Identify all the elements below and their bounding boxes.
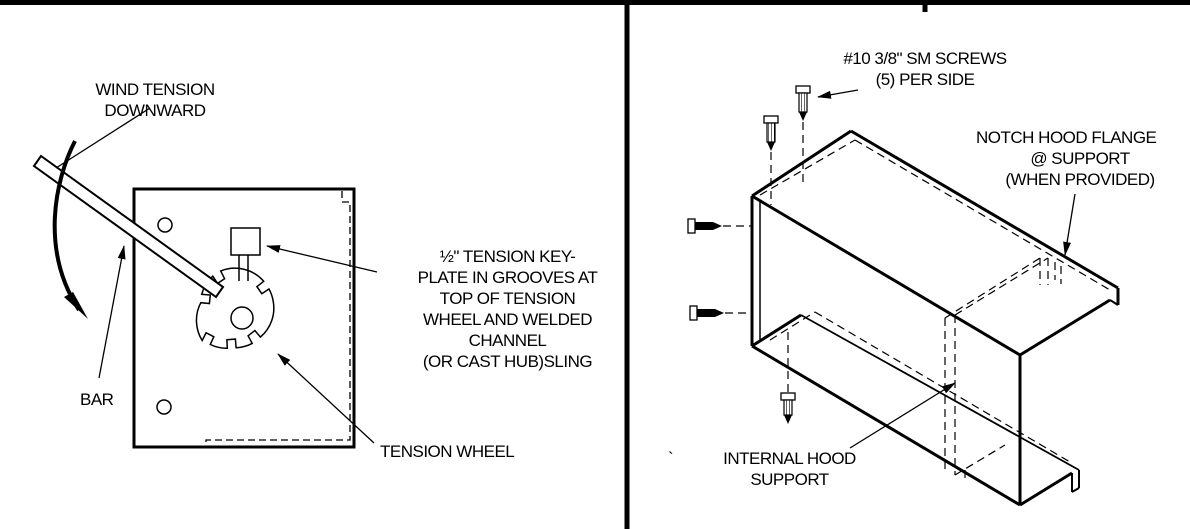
screw-center-lines xyxy=(723,122,804,392)
screw-side-2 xyxy=(689,305,724,321)
tension-key-line-4: WHEEL AND WELDED xyxy=(423,310,592,329)
hidden-lines xyxy=(759,139,1111,480)
leader-lines-left xyxy=(55,107,378,444)
notch-line-2: @ SUPPORT xyxy=(1030,149,1130,168)
notch-line-3: (WHEN PROVIDED) xyxy=(1005,170,1155,189)
screw-top-2 xyxy=(763,115,779,151)
tension-key-line-6: (OR CAST HUB)SLING xyxy=(422,352,593,371)
screws-line-2: (5) PER SIDE xyxy=(875,70,975,89)
label-tension-key: ½" TENSION KEY- PLATE IN GROOVES AT TOP … xyxy=(385,246,630,372)
label-wind-tension: WIND TENSION DOWNWARD xyxy=(70,79,240,121)
label-screws: #10 3/8" SM SCREWS (5) PER SIDE xyxy=(830,48,1020,90)
label-internal-hood: INTERNAL HOOD SUPPORT xyxy=(697,448,882,490)
screw-top-1 xyxy=(795,85,811,121)
screws xyxy=(687,85,811,424)
plate-hole-bottom xyxy=(156,399,172,415)
bar xyxy=(32,154,225,299)
screw-side-1 xyxy=(687,218,722,234)
tension-key xyxy=(230,227,261,281)
wind-tension-line-1: WIND TENSION xyxy=(95,80,215,99)
wind-direction-arrow xyxy=(52,140,88,319)
tension-key-line-3: TOP OF TENSION xyxy=(439,289,576,308)
plate-hole-top xyxy=(157,217,173,233)
screw-bottom xyxy=(780,392,796,424)
tension-key-line-2: PLATE IN GROOVES AT xyxy=(417,268,598,287)
label-notch-hood: NOTCH HOOD FLANGE @ SUPPORT (WHEN PROVID… xyxy=(970,127,1190,190)
label-tension-wheel: TENSION WHEEL xyxy=(380,442,515,461)
tension-key-line-1: ½" TENSION KEY- xyxy=(439,247,576,266)
internal-hood-line-1: INTERNAL HOOD xyxy=(723,449,856,468)
label-bar: BAR xyxy=(80,390,114,409)
notch-line-1: NOTCH HOOD FLANGE xyxy=(976,128,1157,147)
leader-lines-right xyxy=(817,89,1076,449)
internal-hood-line-2: SUPPORT xyxy=(750,470,829,489)
wind-tension-line-2: DOWNWARD xyxy=(104,101,206,120)
screws-line-1: #10 3/8" SM SCREWS xyxy=(843,49,1007,68)
wheel-center-hole xyxy=(230,306,254,330)
tension-key-line-5: CHANNEL xyxy=(468,331,547,350)
stray-mark: ` xyxy=(668,449,674,468)
